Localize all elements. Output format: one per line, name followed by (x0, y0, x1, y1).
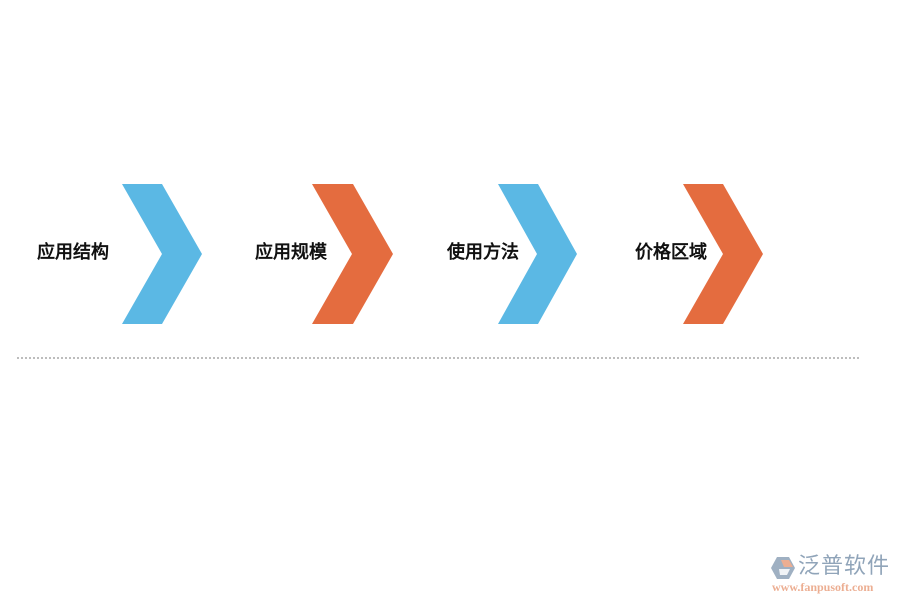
step-3-label: 使用方法 (447, 242, 519, 263)
watermark-url: www.fanpusoft.com (772, 580, 874, 594)
chevron-shape (122, 184, 202, 324)
step-1-chevron-arrow-icon (121, 184, 203, 324)
step-2-chevron-arrow-icon (311, 184, 393, 324)
step-1-label: 应用结构 (37, 242, 109, 263)
step-2-label: 应用规模 (255, 242, 327, 263)
step-3-chevron-arrow-icon (497, 184, 579, 324)
dotted-divider (17, 357, 859, 359)
watermark-brand: 泛普软件 (798, 554, 891, 579)
step-4-chevron-arrow-icon (682, 184, 764, 324)
step-4-label: 价格区域 (635, 242, 707, 263)
fanpu-logo-icon (770, 556, 796, 580)
chevron-shape (498, 184, 577, 324)
chevron-shape (683, 184, 763, 324)
watermark: 泛普软件 www.fanpusoft.com (768, 552, 893, 594)
chevron-shape (312, 184, 393, 324)
